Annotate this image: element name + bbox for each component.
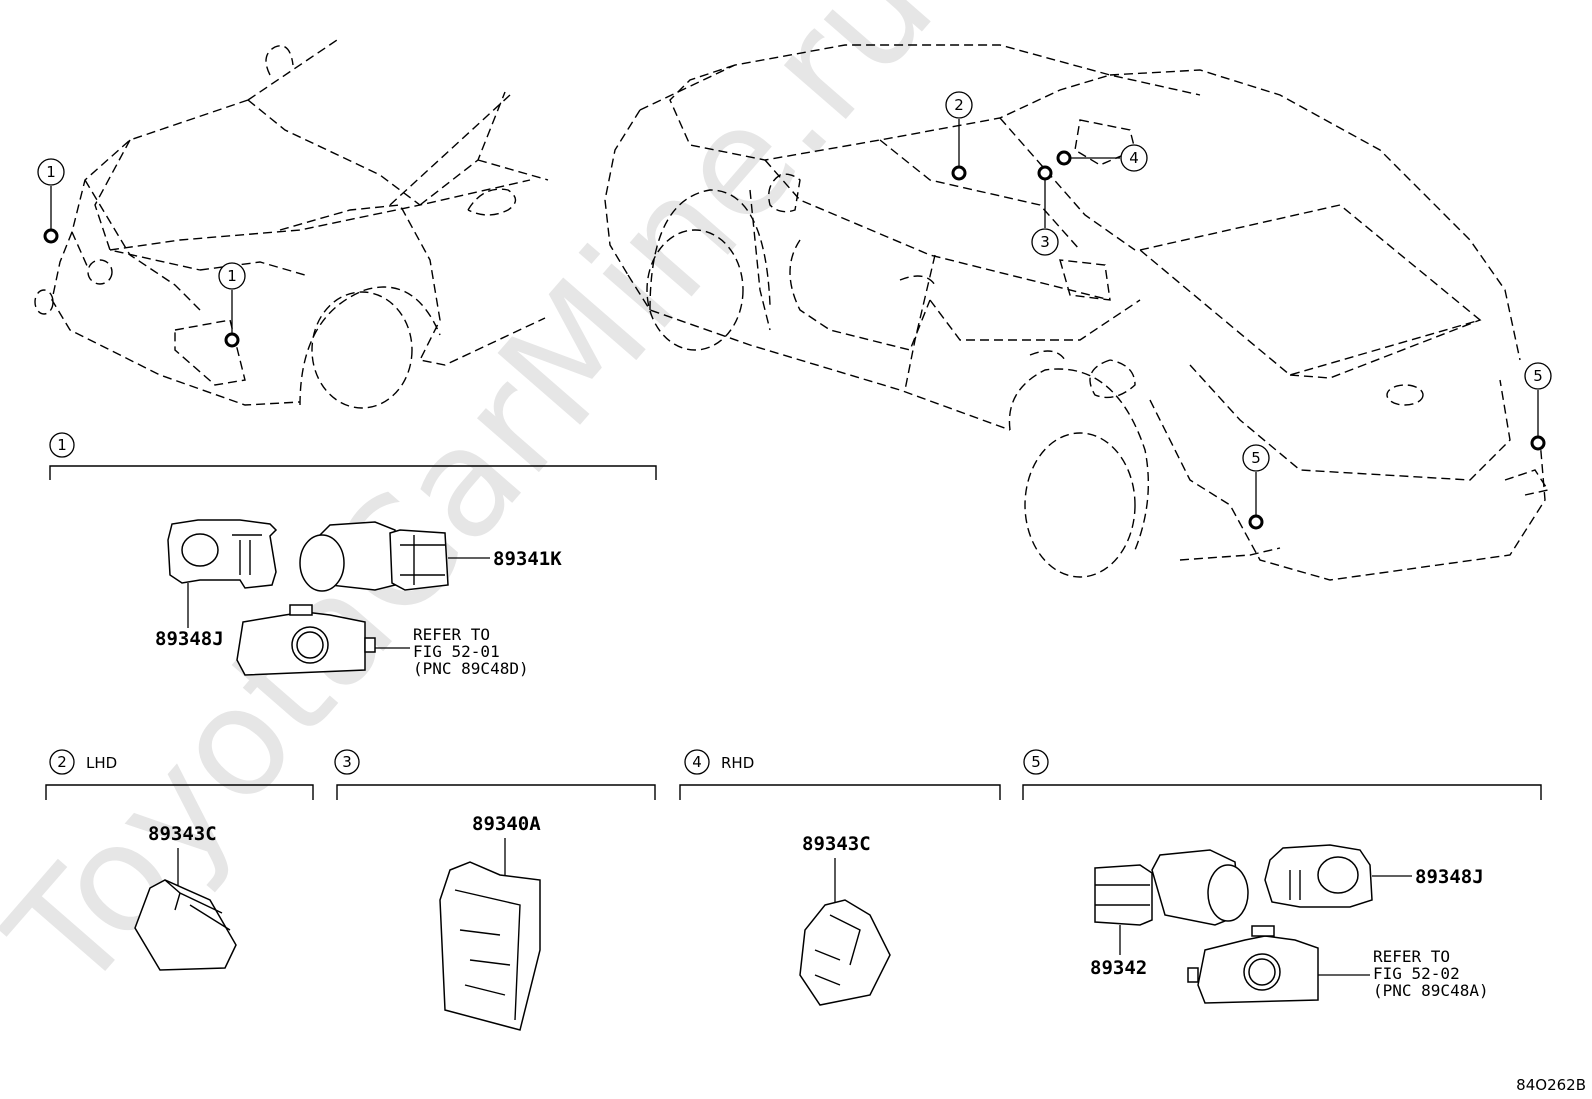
- refer-rear-line1: REFER TO: [1373, 947, 1450, 966]
- section-number: 5: [1031, 753, 1041, 771]
- part-refer-fig-52-02: [1187, 925, 1319, 1004]
- section-number: 2: [57, 753, 67, 771]
- refer-rear-line2: FIG 52-02: [1373, 964, 1460, 983]
- section-qualifier-rhd: RHD: [721, 754, 754, 772]
- callout-number: 4: [1129, 149, 1139, 167]
- refer-front-line3: (PNC 89C48D): [413, 659, 529, 678]
- rear-car-illustration: [604, 44, 1550, 581]
- section-qualifier-lhd: LHD: [86, 754, 117, 772]
- callout-number: 5: [1533, 367, 1543, 385]
- callout-number: 2: [954, 96, 964, 114]
- sensor-location-marker: [951, 165, 967, 181]
- part-number-89341K: 89341K: [493, 548, 562, 570]
- section-number: 4: [692, 753, 702, 771]
- refer-front-line1: REFER TO: [413, 625, 490, 644]
- sensor-location-marker: [1056, 150, 1072, 166]
- sensor-location-marker: [43, 228, 59, 244]
- part-89341K-sensor: [299, 521, 449, 592]
- part-number-89348J: 89348J: [155, 628, 224, 650]
- sensor-location-marker: [1248, 514, 1264, 530]
- sensor-location-marker: [224, 332, 240, 348]
- diagram-code: 84O262B: [1516, 1076, 1586, 1094]
- section-1: 1 89348J 89341K REFER TO FIG 52-: [49, 432, 657, 678]
- section-3: 3 89340A: [334, 749, 656, 1031]
- refer-front-line2: FIG 52-01: [413, 642, 500, 661]
- part-number-89342: 89342: [1090, 957, 1147, 979]
- section-4: 4 RHD 89343C: [679, 749, 1001, 1006]
- section-2: 2 LHD 89343C: [45, 749, 314, 971]
- callout-number: 3: [1040, 233, 1050, 251]
- refer-rear-line3: (PNC 89C48A): [1373, 981, 1489, 1000]
- part-number-89348J: 89348J: [1415, 866, 1484, 888]
- part-89343C-sensor-rhd: [799, 899, 891, 1006]
- front-car-illustration: [34, 37, 549, 409]
- location-callouts: 1 1 2 3 4 5 5: [37, 91, 1552, 530]
- section-number: 1: [57, 436, 67, 454]
- part-number-89343C: 89343C: [148, 823, 217, 845]
- section-number: 3: [342, 753, 352, 771]
- part-89340A-module: [439, 861, 541, 1031]
- part-89348J-bracket-rear: [1264, 844, 1373, 908]
- part-89348J-bracket: [167, 519, 278, 589]
- part-refer-fig-52-01: [236, 604, 376, 676]
- part-89342-sensor: [1094, 849, 1249, 926]
- sensor-location-marker: [1530, 435, 1546, 451]
- part-89343C-sensor: [134, 879, 237, 971]
- callout-number: 1: [46, 163, 56, 181]
- section-5: 5 89342 89348J REFER TO FIG 52-0: [1022, 749, 1542, 1004]
- callout-number: 1: [227, 267, 237, 285]
- part-number-89340A: 89340A: [472, 813, 541, 835]
- part-number-89343C: 89343C: [802, 833, 871, 855]
- sensor-location-marker: [1037, 165, 1053, 181]
- callout-number: 5: [1251, 449, 1261, 467]
